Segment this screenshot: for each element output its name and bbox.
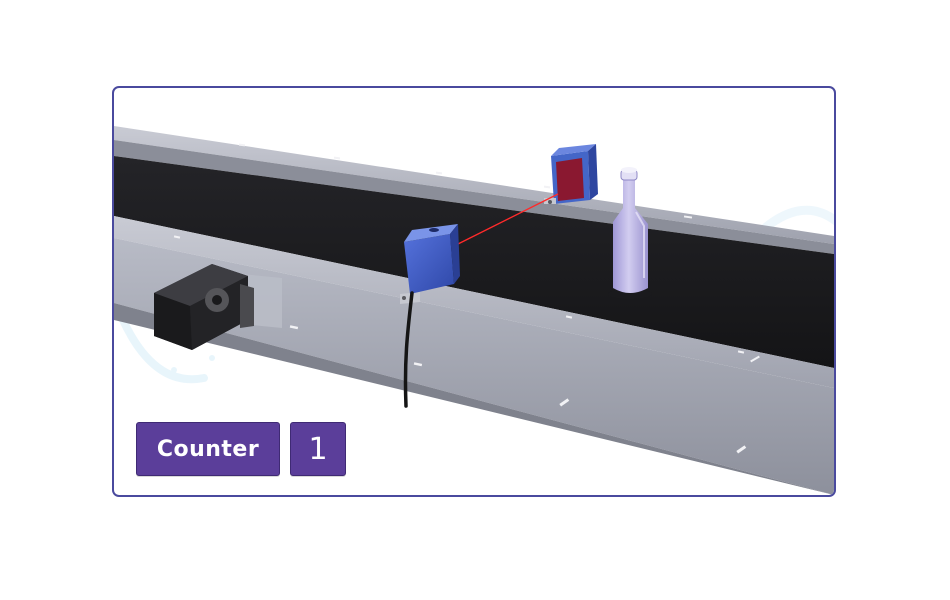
conveyor-belt — [114, 156, 834, 368]
stepper-motor-icon — [154, 264, 282, 350]
conveyor-scene — [114, 126, 834, 495]
near-rail-top — [114, 216, 834, 388]
counter-label: Counter — [136, 422, 280, 476]
near-rail-shadow — [114, 303, 834, 495]
far-rail-lip — [114, 140, 834, 254]
simulation-frame: Counter 1 — [112, 86, 836, 497]
photoelectric-sensor-icon — [400, 224, 460, 408]
bottle-icon — [608, 167, 652, 299]
reflector-icon — [544, 144, 598, 204]
far-rail-top — [114, 126, 834, 244]
counter-value: 1 — [290, 422, 346, 476]
near-rail-front — [114, 238, 834, 495]
rail-marks — [173, 143, 760, 454]
laser-beam — [453, 193, 559, 247]
